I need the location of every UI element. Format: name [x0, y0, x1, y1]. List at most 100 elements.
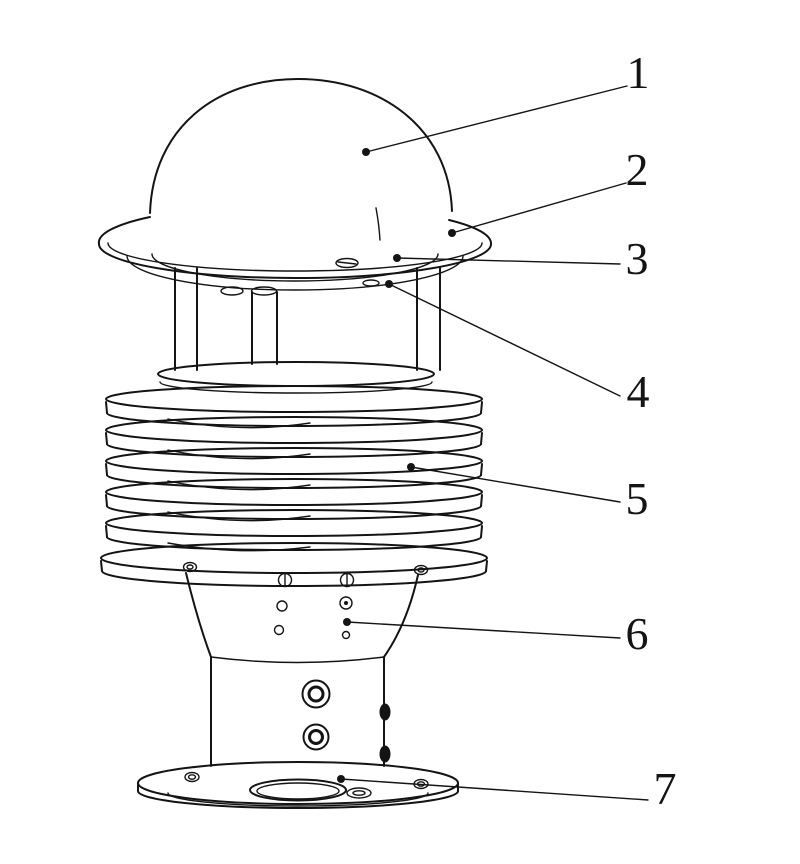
- louver-hem: [106, 443, 482, 458]
- body-seam: [210, 656, 385, 664]
- gland-inner-ring: [307, 685, 325, 703]
- bolt-hole-inner: [187, 774, 197, 780]
- stack-collar-hem: [159, 381, 433, 394]
- slot-inner: [352, 790, 366, 796]
- louver-side: [105, 494, 108, 507]
- vent-hole-center: [344, 601, 348, 605]
- support-post-left: [174, 267, 198, 371]
- taper-edge-left: [185, 572, 212, 658]
- vent-hole: [339, 596, 353, 610]
- under-plate-inner-edge: [151, 253, 439, 282]
- under-plate-outer-edge: [126, 255, 464, 291]
- screw-inner: [417, 567, 425, 573]
- louver-gap-shadow: [167, 511, 311, 522]
- cable-gland-top: [301, 679, 331, 709]
- dome: [149, 77, 453, 214]
- slot-outer: [346, 787, 372, 799]
- side-connector-top: [379, 703, 391, 721]
- post-top-cap: [250, 286, 278, 296]
- louver-top-edge: [105, 509, 483, 537]
- base-bolt-hole-left: [184, 771, 200, 783]
- cap-rim: [97, 207, 492, 279]
- plate-side: [100, 560, 103, 572]
- stack-bottom-plate: [100, 542, 488, 587]
- callout-6: 6: [343, 608, 649, 659]
- cap-seam: [375, 207, 381, 241]
- leader-line-3: [396, 257, 621, 265]
- callout-5: 5: [407, 463, 649, 524]
- gland-outer-ring: [302, 723, 330, 751]
- plate-screw-left: [182, 561, 198, 573]
- under-cap-hole: [220, 286, 244, 296]
- bolt-hole-outer: [184, 771, 200, 783]
- leader-line-1: [365, 85, 628, 153]
- opening-inner: [256, 782, 340, 800]
- callout-label-1: 1: [627, 47, 650, 98]
- callout-label-7: 7: [654, 763, 677, 814]
- base-center-opening: [249, 778, 347, 802]
- screw-outer: [413, 564, 429, 576]
- leader-dot-6: [343, 618, 351, 626]
- vent-hole: [276, 600, 288, 612]
- stack-collar: [157, 361, 435, 387]
- leader-line-7: [340, 778, 649, 801]
- louver-gap-shadow: [167, 418, 311, 429]
- callout-4: 4: [385, 280, 650, 417]
- louver-side: [480, 463, 483, 476]
- louver-gap-shadow: [167, 480, 311, 491]
- opening-outer: [249, 778, 347, 802]
- plate-screw-right: [413, 564, 429, 576]
- louver-hem: [106, 505, 482, 520]
- base-flange: [137, 761, 459, 809]
- callout-label-4: 4: [627, 366, 650, 417]
- base-slot: [346, 787, 372, 799]
- screw-slot: [337, 261, 357, 265]
- flange-underside-crease: [167, 792, 429, 807]
- callouts: 1 2 3 4 5 6 7: [337, 47, 677, 814]
- leader-dot-4: [385, 280, 393, 288]
- louver-top-edge: [105, 416, 483, 444]
- rim-inner-crease: [107, 242, 483, 272]
- callout-3: 3: [393, 233, 649, 284]
- louver-hem: [106, 474, 482, 489]
- louver-ring: [105, 416, 483, 460]
- louver-side: [480, 432, 483, 445]
- callout-label-5: 5: [626, 473, 649, 524]
- cable-gland-bottom: [302, 723, 330, 751]
- louver-top-edge: [105, 385, 483, 413]
- rim-top-edge-left: [97, 216, 151, 245]
- plate-top-edge: [100, 542, 488, 574]
- louver-top-edge: [105, 447, 483, 475]
- louver-hem: [106, 412, 482, 427]
- louver-side: [105, 525, 108, 538]
- louver-stack: [100, 361, 488, 587]
- louver-side: [480, 401, 483, 414]
- leader-dot-1: [362, 148, 370, 156]
- louver-ring: [105, 478, 483, 522]
- taper-edge-right: [383, 574, 419, 658]
- plate-side: [485, 560, 488, 572]
- screw-inner: [186, 564, 194, 570]
- leader-line-5: [410, 466, 621, 503]
- gland-outer-ring: [301, 679, 331, 709]
- callout-label-3: 3: [626, 233, 649, 284]
- leader-line-6: [346, 621, 621, 639]
- callout-1: 1: [362, 47, 650, 156]
- louver-side: [480, 494, 483, 507]
- body-vent-holes: [273, 572, 355, 640]
- under-cap-assembly: [126, 253, 464, 371]
- leader-dot-3: [393, 254, 401, 262]
- plate-bottom-edge: [101, 570, 487, 587]
- gland-inner-ring: [308, 729, 324, 745]
- louver-ring: [105, 447, 483, 491]
- vent-hole: [341, 630, 351, 640]
- under-cap-screw-b: [362, 279, 380, 287]
- callout-label-6: 6: [626, 608, 649, 659]
- leader-dot-7: [337, 775, 345, 783]
- flange-bottom-edge: [137, 790, 459, 809]
- louver-ring: [105, 385, 483, 429]
- support-post-right: [416, 267, 441, 371]
- callout-2: 2: [448, 144, 649, 237]
